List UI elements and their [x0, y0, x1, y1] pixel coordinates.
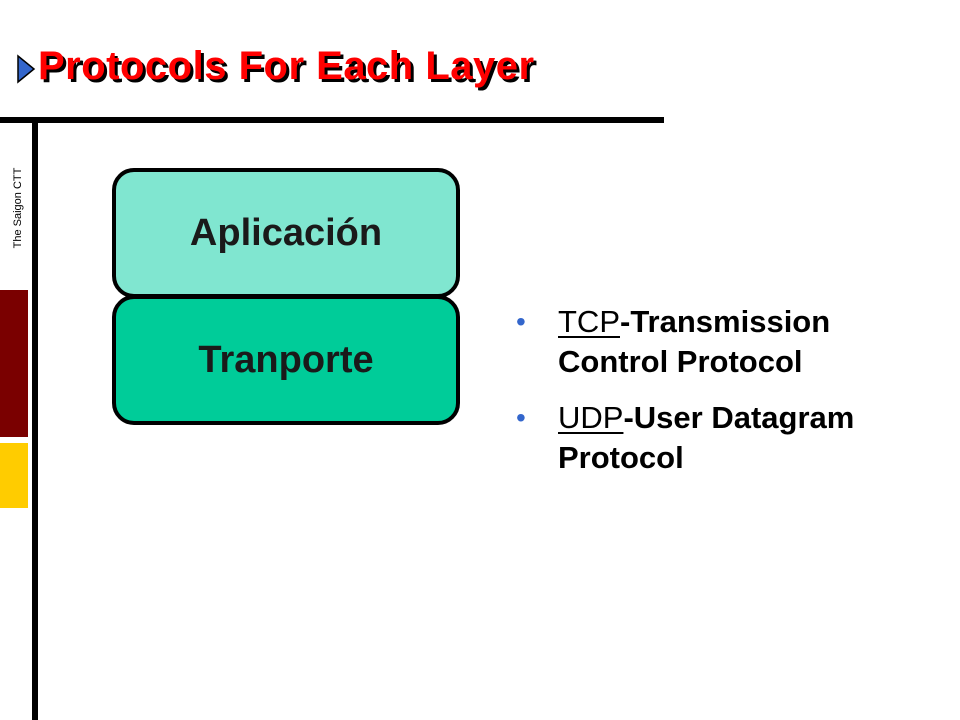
protocol-list: • TCP-Transmission Control Protocol • UD…	[516, 302, 936, 494]
title-arrow-icon	[17, 54, 36, 84]
slide-title: Protocols For Each Layer	[38, 44, 535, 88]
protocol-acronym[interactable]: TCP	[558, 304, 620, 339]
protocol-item-udp: • UDP-User Datagram Protocol	[516, 398, 936, 478]
bullet-dot-icon: •	[516, 402, 526, 433]
left-rule	[32, 123, 38, 720]
accent-block-yellow	[0, 443, 28, 508]
accent-block-red	[0, 290, 28, 437]
side-label: The Saigon CTT	[12, 167, 24, 249]
title-rule	[0, 117, 664, 123]
protocol-item-tcp: • TCP-Transmission Control Protocol	[516, 302, 936, 382]
bullet-dot-icon: •	[516, 306, 526, 337]
protocol-expansion: -Transmission Control Protocol	[558, 304, 831, 379]
protocol-acronym[interactable]: UDP	[558, 400, 624, 435]
layer-transport: Tranporte	[112, 295, 460, 425]
layer-application: Aplicación	[112, 168, 460, 298]
protocol-expansion: -User Datagram Protocol	[558, 400, 855, 475]
